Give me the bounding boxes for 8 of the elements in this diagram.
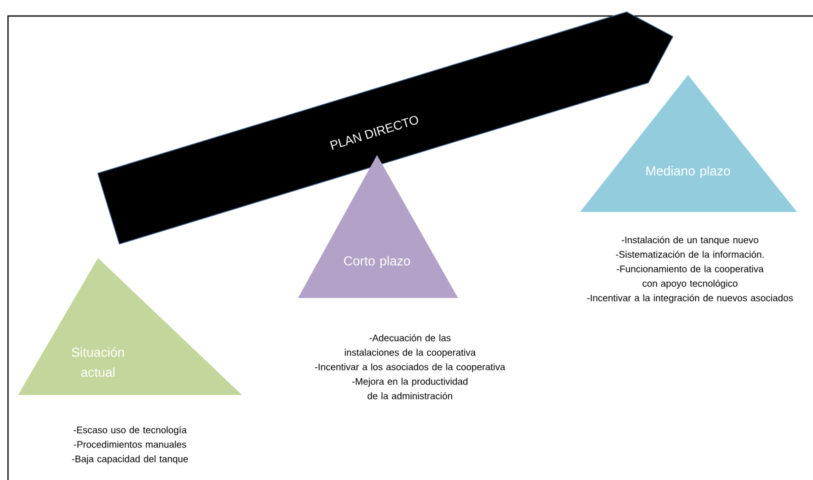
bullet-list: -Adecuación de las instalaciones de la cooperativa -Incentivar a los asociados de la cooperativa -Mejora en la productividad de la administración — [315, 334, 506, 400]
node-label: -Funcionamiento de la cooperativa con apoyo tecnológico — [616, 265, 764, 289]
triangle: Situación actual — [18, 258, 242, 395]
node-label: -Incentivar a la integración de nuevos asociados — [587, 294, 793, 304]
triangle: Corto plazo — [298, 155, 458, 298]
node-label: -Sistematización de la información. — [616, 250, 764, 258]
triangle: Mediano plazo — [580, 75, 797, 212]
bullet-list: -Escaso uso de tecnología -Procedimientos manuales -Baja capacidad del tanque — [72, 426, 188, 464]
